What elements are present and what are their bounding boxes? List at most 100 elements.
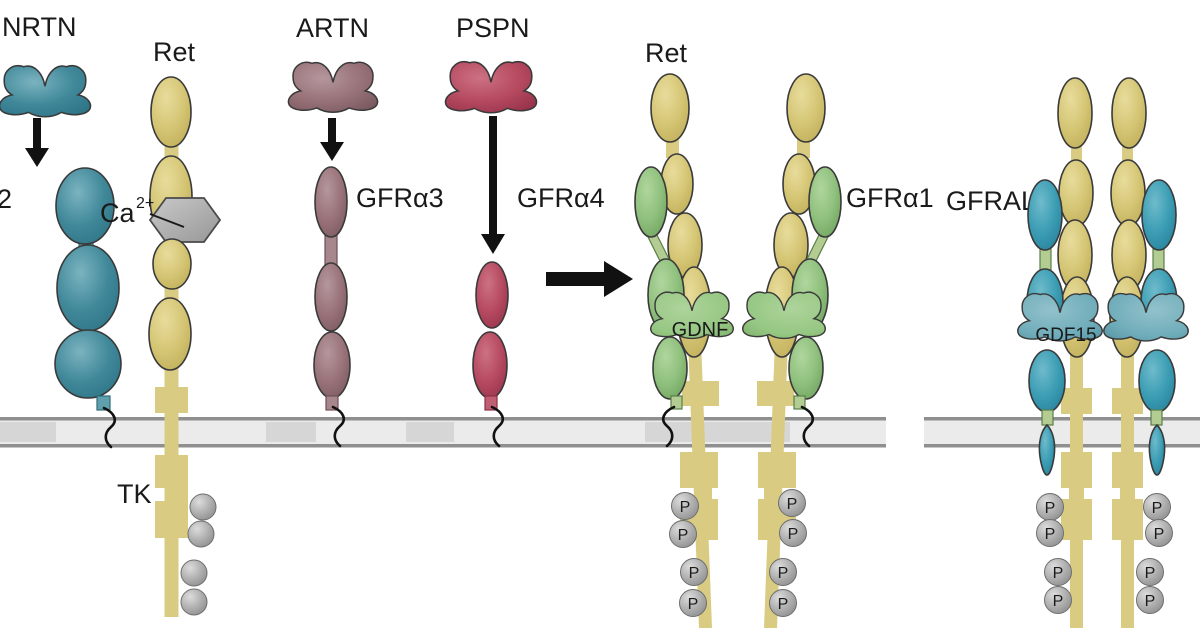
gfra1-label: GFRα1 — [846, 183, 934, 213]
tyrosine-circle — [180, 588, 208, 616]
receptor-stem — [1041, 409, 1054, 426]
tk-label: TK — [117, 479, 152, 509]
phospho-label: P — [688, 596, 699, 613]
ret-tk-tab — [171, 488, 188, 501]
pspn-ligand-shape — [444, 60, 538, 114]
receptor-stem — [324, 232, 338, 266]
ret-chain-right — [1109, 77, 1147, 628]
phospho-label: P — [1154, 526, 1165, 543]
gfral-domain-oval — [1138, 349, 1176, 413]
phospho-circle: P — [769, 558, 797, 586]
phospho-circle: P — [1136, 586, 1164, 614]
gfral-domain-oval — [1141, 179, 1177, 251]
ret-tm-block — [757, 381, 794, 406]
gfral-tm-drop — [1038, 424, 1056, 476]
gfra4-label: GFRα4 — [517, 183, 605, 213]
panel-ret-inactive: Ret Ca 2+ TK — [100, 37, 222, 617]
ret-stem — [1122, 143, 1133, 163]
ret-tm-block — [1061, 388, 1092, 414]
receptor-stem — [1150, 409, 1163, 426]
nrtn-ligand-shape — [0, 64, 92, 118]
panel-nrtn-gfra2: NRTN 2 — [0, 12, 122, 449]
phospho-label: P — [1053, 565, 1064, 582]
ret-receptor — [148, 76, 222, 617]
gfra2-domain-oval — [55, 167, 115, 245]
phospho-label: P — [1152, 500, 1163, 517]
ret-complex-label: Ret — [645, 38, 688, 68]
ret-tk-block — [1112, 499, 1143, 540]
ret-domain-oval — [786, 73, 826, 143]
ret-tk-tab — [764, 488, 780, 500]
binding-arrow-nrtn — [25, 118, 49, 167]
gfra4-domain-oval — [472, 331, 508, 399]
ret-domain-oval — [1058, 159, 1094, 227]
ret-tm-block — [682, 381, 719, 406]
ret-domain-oval — [1111, 77, 1147, 149]
phospho-label: P — [788, 526, 799, 543]
phospho-circle: P — [680, 558, 708, 586]
nrtn-label: NRTN — [2, 12, 77, 42]
tyrosine-circle — [189, 493, 217, 521]
phospho-label: P — [1145, 593, 1156, 610]
gfra3-domain-oval — [314, 166, 348, 238]
ret-domain-oval — [148, 297, 192, 371]
phospho-circle: P — [669, 520, 697, 548]
ret-tm-block — [1112, 388, 1143, 414]
phospho-circle: P — [1143, 493, 1171, 521]
gfra4-receptor — [472, 261, 509, 448]
calcium-annotation: Ca 2+ — [100, 195, 185, 228]
phospho-label: P — [778, 565, 789, 582]
artn-ligand-shape — [287, 61, 379, 113]
gfra3-label: GFRα3 — [356, 183, 444, 213]
panel-pspn-gfra4: PSPN GFRα4 — [444, 13, 605, 448]
phospho-circle: P — [671, 492, 699, 520]
panel-artn-gfra3: ARTN GFRα3 — [287, 13, 444, 448]
phospho-label: P — [1045, 526, 1056, 543]
calcium-hexagon — [148, 197, 222, 243]
tyrosine-circle — [187, 520, 215, 548]
tyrosine-circle — [180, 559, 208, 587]
phospho-circle: P — [679, 589, 707, 617]
gfra1-domain-oval — [652, 336, 688, 400]
phospho-label: P — [1145, 565, 1156, 582]
gdnf-label: GDNF — [672, 319, 729, 341]
phospho-label: P — [689, 565, 700, 582]
pspn-label: PSPN — [456, 13, 530, 43]
gfra2-domain-oval — [54, 329, 122, 399]
calcium-superscript: 2+ — [136, 195, 154, 212]
ret-tm-block — [155, 387, 188, 413]
receptor-stem — [96, 395, 111, 411]
panel-gdnf-complex: Ret GFRα1 — [634, 38, 934, 628]
gfral-tm-drop — [1148, 424, 1166, 476]
phospho-circle: P — [1136, 558, 1164, 586]
ret-domain-oval — [152, 238, 192, 290]
ret-tk-block — [758, 452, 796, 488]
receptor-stem — [670, 395, 683, 410]
receptor-stem — [484, 395, 498, 411]
phospho-circle: P — [769, 589, 797, 617]
ret-domain-oval — [650, 73, 690, 143]
ret-tk-block — [1061, 499, 1092, 540]
membrane-anchor-patch — [266, 422, 316, 442]
ret-stem — [1071, 143, 1082, 163]
phospho-circle: P — [1036, 493, 1064, 521]
gfra2-partial-label: 2 — [0, 184, 12, 214]
plasma-membrane — [0, 417, 1200, 448]
ret-tk-block — [155, 455, 188, 488]
gfra3-domain-oval — [314, 262, 348, 332]
phospho-label: P — [680, 499, 691, 516]
gfral-domain-oval — [1028, 349, 1066, 413]
activation-arrow — [546, 261, 633, 297]
receptor-stem — [793, 395, 806, 410]
panel-gfral-complex: GFRAL — [946, 77, 1189, 628]
gfra2-domain-oval — [56, 244, 120, 332]
phospho-label: P — [1045, 500, 1056, 517]
ret-tk-tab — [1120, 488, 1135, 500]
gfra3-receptor — [313, 166, 351, 448]
ret-tk-tab — [696, 488, 712, 500]
ret-tk-tab — [1069, 488, 1084, 500]
gfral-domain-oval — [1027, 179, 1063, 251]
phospho-label: P — [1053, 593, 1064, 610]
ret-stem — [797, 138, 810, 158]
